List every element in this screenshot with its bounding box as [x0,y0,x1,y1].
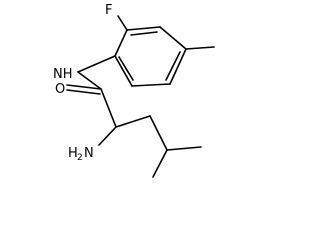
atom-labels: F NH O H 2 N [53,3,112,163]
bond-c4-me2 [166,146,202,151]
bond-ring-cd [159,26,187,50]
bond-c2-c1 [100,88,117,128]
bond-c1-o-a [66,84,102,90]
bond-c1-nh [77,71,102,90]
bond-ring-inner-bc [130,31,158,36]
amine-n-label: N [84,146,94,161]
amide-nh-label: NH [53,67,73,82]
bond-ring-methyl [185,46,215,50]
bond-nh-ring [77,55,116,73]
carbonyl-oxygen-label: O [55,82,65,97]
bond-c3-c4 [149,115,168,151]
bond-c1-o-b [66,89,101,95]
amine-subscript-label: 2 [77,153,83,163]
chemical-structure: F NH O H 2 N [53,3,215,178]
bond-ring-f [117,15,128,31]
bond-c2-c3 [115,115,151,128]
bond-ring-de [169,48,187,85]
bond-ring-fa [114,55,133,87]
bond-ring-inner-fa [118,56,134,81]
bond-c4-me1 [152,149,168,178]
bond-ring-ef [131,83,171,87]
bond-ring-inner-de [165,51,181,81]
amine-h-label: H [68,146,78,161]
bonds [66,15,215,178]
bond-ring-ab [114,29,128,57]
bond-c2-n-amine [98,126,117,146]
bond-ring-bc [126,26,161,31]
fluorine-label: F [105,3,112,18]
